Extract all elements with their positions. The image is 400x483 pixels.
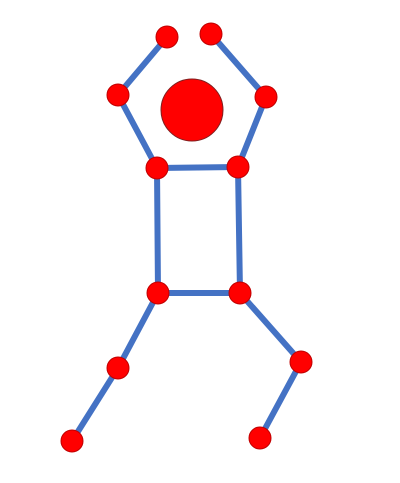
bones-layer [69, 31, 304, 444]
bone-right-hip-to-right-knee [237, 290, 304, 365]
bone-left-shoulder-to-right-shoulder [154, 164, 241, 171]
joints-layer [60, 22, 313, 453]
bone-right-hand-to-right-elbow [208, 31, 269, 100]
left-knee-joint [106, 356, 130, 380]
bone-left-hip-to-left-knee [115, 290, 161, 371]
right-knee-joint [289, 350, 313, 374]
left-shoulder-joint [145, 156, 169, 180]
bone-left-shoulder-to-left-hip [154, 165, 161, 296]
right-foot-joint [248, 426, 272, 450]
left-foot-joint [60, 429, 84, 453]
bone-right-elbow-to-right-shoulder [235, 94, 269, 170]
left-hip-joint [146, 281, 170, 305]
right-shoulder-joint [226, 155, 250, 179]
bone-left-knee-to-left-foot [69, 365, 121, 444]
right-hip-joint [228, 281, 252, 305]
left-hand-joint [155, 25, 179, 49]
bone-left-hand-to-left-elbow [115, 34, 170, 98]
bone-right-shoulder-to-right-hip [235, 164, 243, 296]
left-elbow-joint [106, 83, 130, 107]
bone-right-knee-to-right-foot [257, 359, 304, 441]
head-circle [160, 78, 224, 142]
right-hand-joint [199, 22, 223, 46]
right-elbow-joint [254, 85, 278, 109]
bone-left-elbow-to-left-shoulder [115, 92, 160, 171]
